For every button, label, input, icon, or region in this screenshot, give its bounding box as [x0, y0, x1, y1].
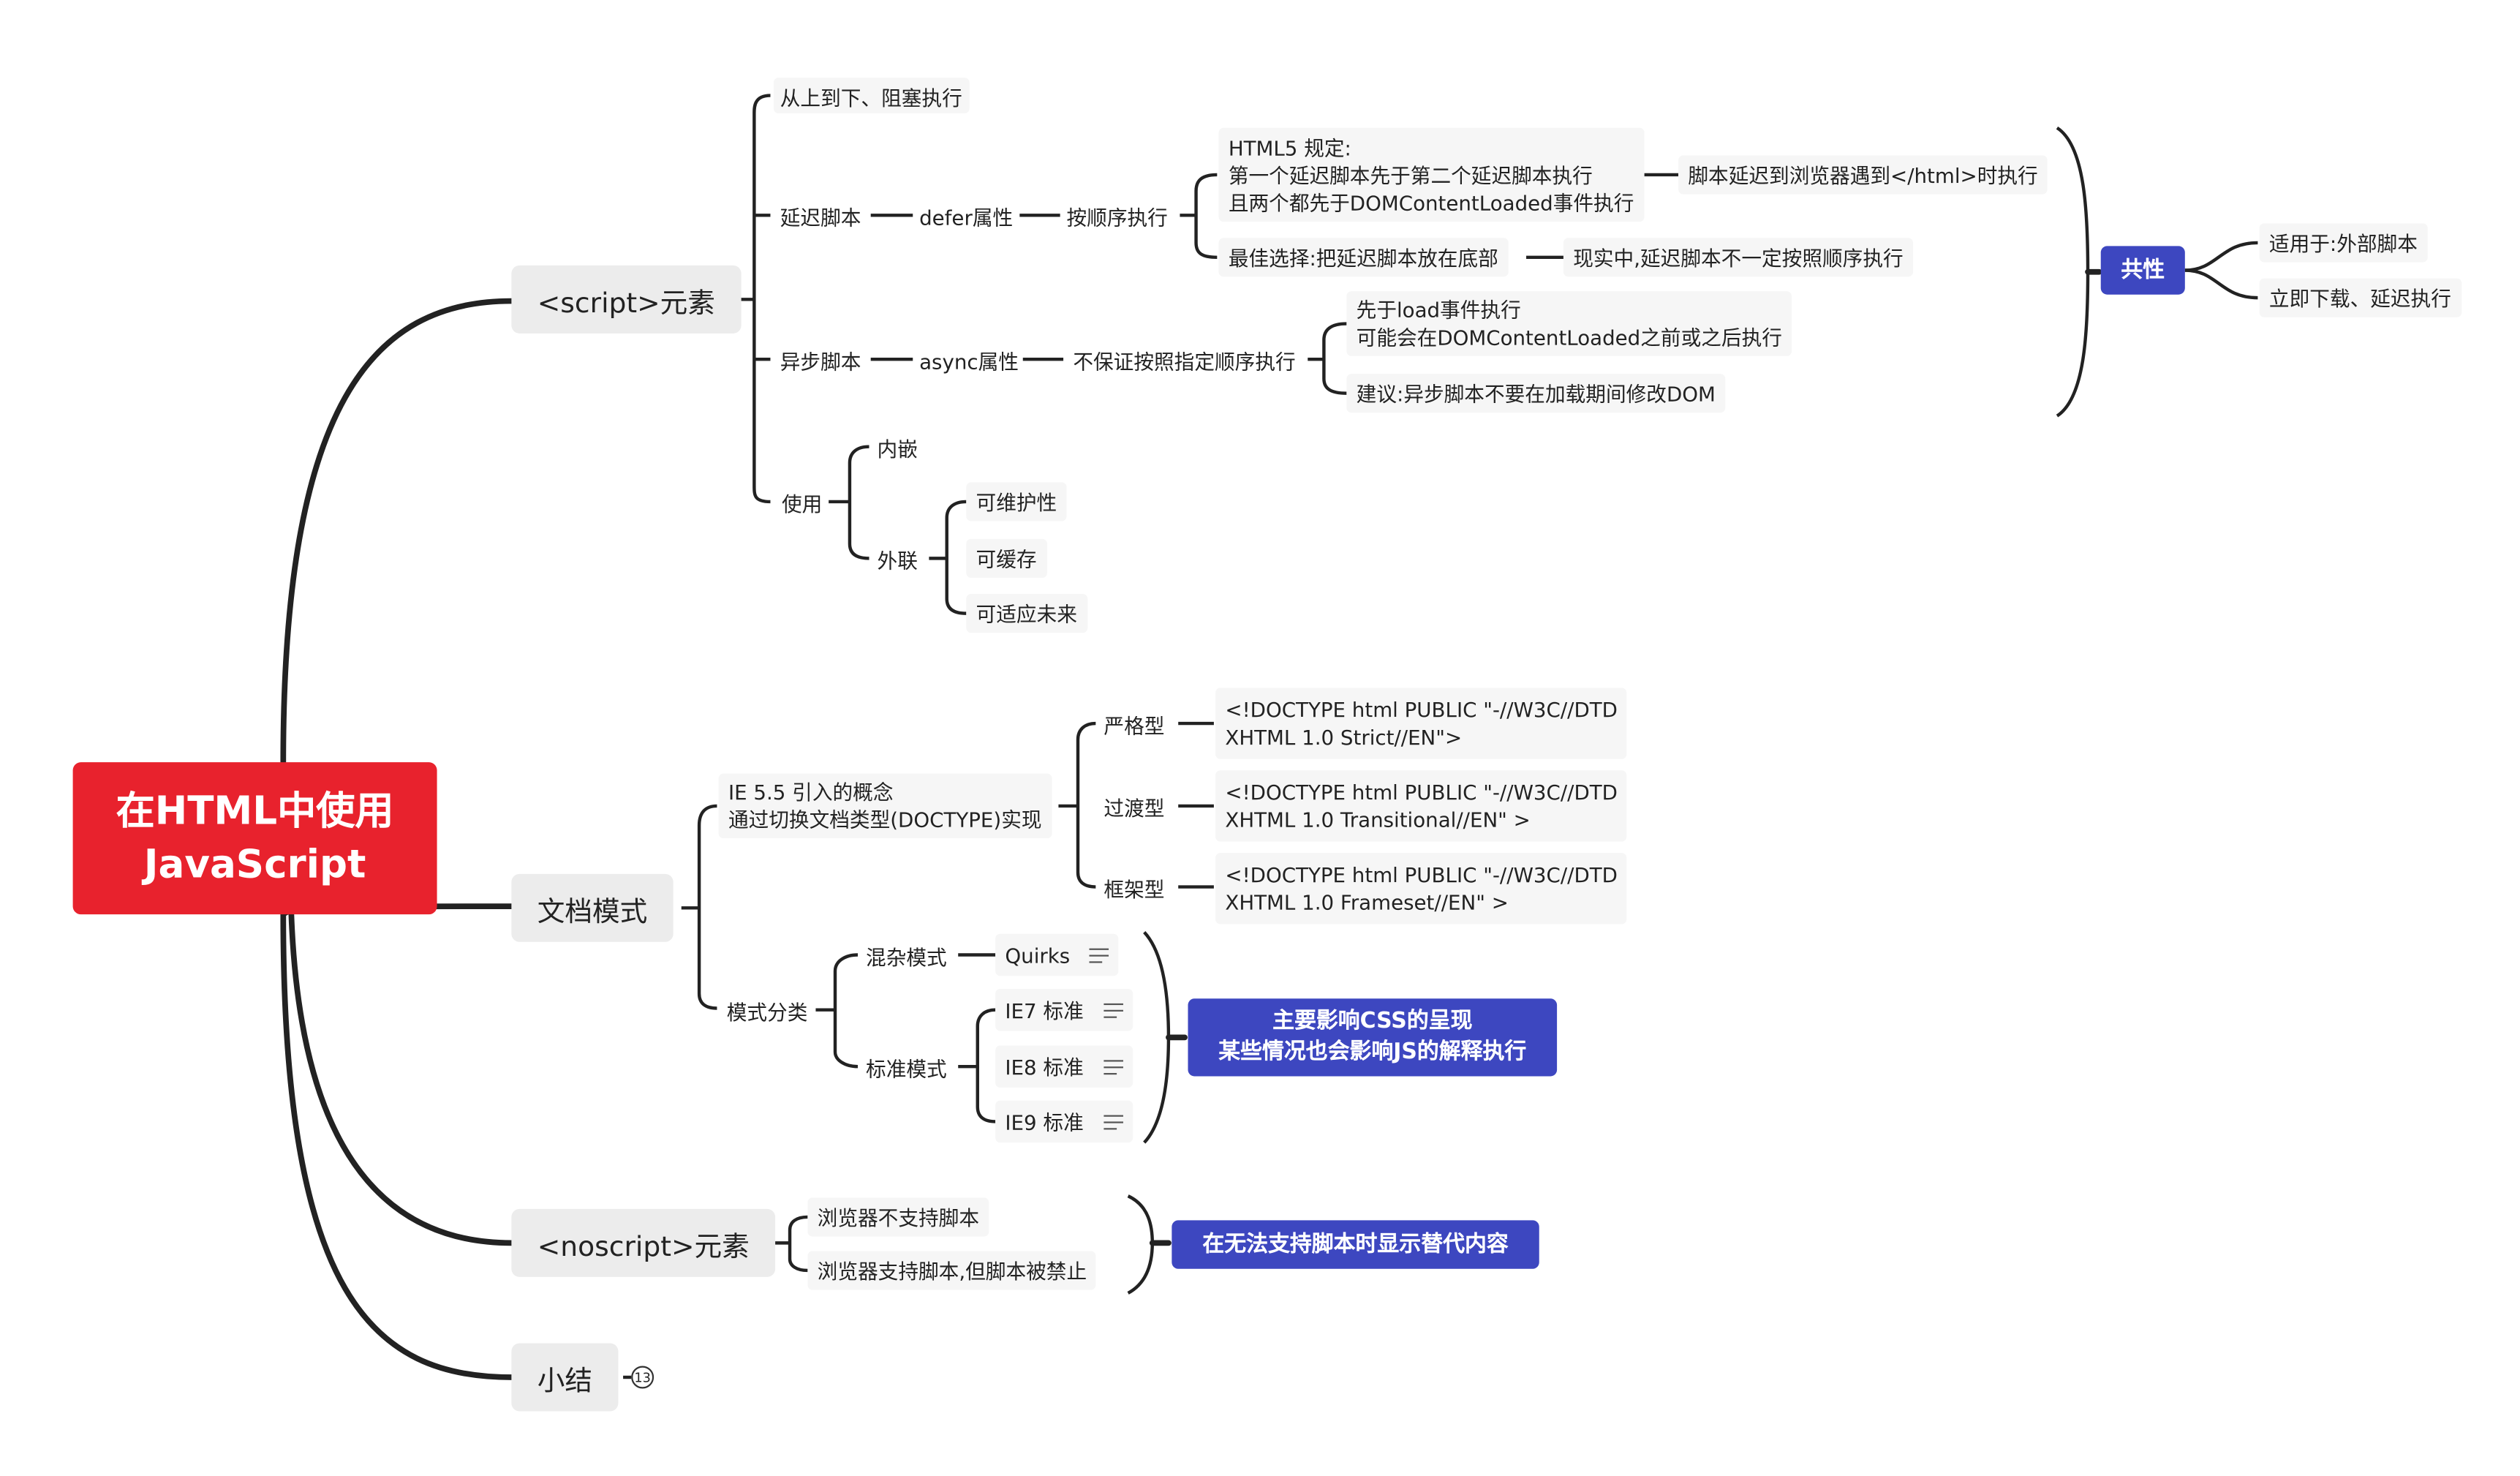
node-async-timing[interactable]: 先于load事件执行 可能会在DOMContentLoaded之前或之后执行: [1346, 291, 1792, 356]
node-defer-seq[interactable]: 按顺序执行: [1066, 204, 1168, 230]
node-html5-result[interactable]: 脚本延迟到浏览器遇到</html>时执行: [1678, 155, 2048, 195]
node-quirks-mode[interactable]: 混杂模式: [866, 944, 947, 969]
node-async-advice[interactable]: 建议:异步脚本不要在加载期间修改DOM: [1346, 374, 1726, 413]
node-async-noorder[interactable]: 不保证按照指定顺序执行: [1073, 348, 1296, 374]
node-async-attr[interactable]: async属性: [919, 348, 1019, 374]
notes-icon[interactable]: [1103, 1059, 1123, 1074]
node-ie55[interactable]: IE 5.5 引入的概念 通过切换文档类型(DOCTYPE)实现: [718, 773, 1052, 839]
node-noscript-summary[interactable]: 在无法支持脚本时显示替代内容: [1172, 1220, 1539, 1269]
notes-icon[interactable]: [1103, 1114, 1123, 1129]
node-mode-classes[interactable]: 模式分类: [726, 999, 808, 1024]
node-quirks[interactable]: Quirks: [995, 933, 1119, 976]
topic-document-mode[interactable]: 文档模式: [511, 873, 674, 942]
node-common[interactable]: 共性: [2100, 246, 2185, 295]
node-ie8[interactable]: IE8 标准: [995, 1045, 1133, 1088]
topic-script-element[interactable]: <script>元素: [511, 265, 742, 334]
topic-noscript-element[interactable]: <noscript>元素: [511, 1208, 776, 1277]
node-defer[interactable]: 延迟脚本: [780, 204, 861, 230]
node-strict[interactable]: 严格型: [1104, 712, 1165, 737]
node-ie7-label: IE7 标准: [1005, 998, 1084, 1023]
topic-summary[interactable]: 小结: [511, 1343, 619, 1412]
node-noscript-unsupported[interactable]: 浏览器不支持脚本: [807, 1197, 989, 1237]
node-common-applies[interactable]: 适用于:外部脚本: [2259, 223, 2428, 263]
node-ie9-label: IE9 标准: [1005, 1109, 1084, 1134]
notes-icon[interactable]: [1103, 1002, 1123, 1018]
node-noscript-disabled[interactable]: 浏览器支持脚本,但脚本被禁止: [807, 1251, 1097, 1290]
node-transitional-doctype[interactable]: <!DOCTYPE html PUBLIC "-//W3C//DTD XHTML…: [1215, 770, 1628, 842]
node-defer-attr[interactable]: defer属性: [919, 204, 1014, 230]
root-topic[interactable]: 在HTML中使用 JavaScript: [72, 762, 437, 915]
node-html5-rule[interactable]: HTML5 规定: 第一个延迟脚本先于第二个延迟脚本执行 且两个都先于DOMCo…: [1218, 127, 1644, 222]
node-inline[interactable]: 内嵌: [877, 436, 918, 461]
node-common-download[interactable]: 立即下载、延迟执行: [2259, 278, 2461, 317]
node-best-choice[interactable]: 最佳选择:把延迟脚本放在底部: [1218, 238, 1509, 277]
node-maintainability[interactable]: 可维护性: [966, 482, 1067, 522]
node-standards-mode[interactable]: 标准模式: [866, 1055, 947, 1080]
node-order[interactable]: 从上到下、阻塞执行: [773, 78, 969, 113]
node-quirks-label: Quirks: [1005, 942, 1071, 968]
node-frameset-doctype[interactable]: <!DOCTYPE html PUBLIC "-//W3C//DTD XHTML…: [1215, 853, 1628, 925]
node-cacheable[interactable]: 可缓存: [966, 538, 1046, 578]
node-ie8-label: IE8 标准: [1005, 1054, 1084, 1079]
node-transitional[interactable]: 过渡型: [1104, 795, 1165, 820]
node-css-impact[interactable]: 主要影响CSS的呈现 某些情况也会影响JS的解释执行: [1188, 998, 1558, 1077]
node-external[interactable]: 外联: [877, 547, 918, 573]
notes-icon[interactable]: [1089, 947, 1109, 963]
node-ie7[interactable]: IE7 标准: [995, 988, 1133, 1031]
collapsed-count-badge[interactable]: 13: [631, 1366, 654, 1389]
node-usage[interactable]: 使用: [781, 491, 823, 516]
node-strict-doctype[interactable]: <!DOCTYPE html PUBLIC "-//W3C//DTD XHTML…: [1215, 688, 1628, 759]
node-ie9[interactable]: IE9 标准: [995, 1100, 1133, 1143]
node-future[interactable]: 可适应未来: [966, 594, 1087, 633]
node-async[interactable]: 异步脚本: [780, 348, 861, 374]
node-frameset[interactable]: 框架型: [1104, 876, 1165, 901]
node-reality[interactable]: 现实中,延迟脚本不一定按照顺序执行: [1563, 238, 1913, 277]
